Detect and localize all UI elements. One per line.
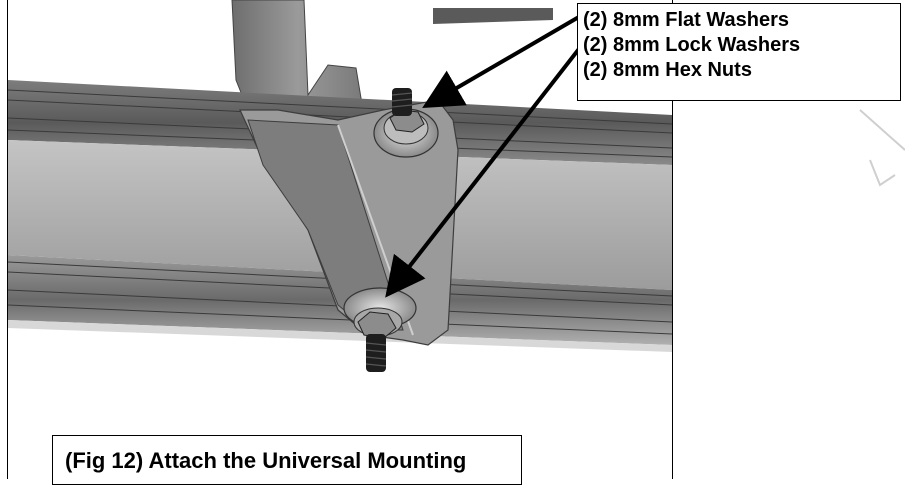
callout-hex-nuts: (2) 8mm Hex Nuts	[583, 59, 752, 81]
lower-fastener	[343, 287, 417, 372]
upper-fastener	[373, 88, 439, 158]
figure-caption-text: (Fig 12) Attach the Universal Mounting	[65, 448, 467, 473]
hardware-callout: (2) 8mm Flat Washers (2) 8mm Lock Washer…	[577, 3, 901, 101]
arrow-to-upper-fastener	[422, 12, 586, 109]
assembly-figure	[7, 0, 673, 479]
arrow-to-lower-fastener	[385, 43, 584, 298]
callout-flat-washers: (2) 8mm Flat Washers	[583, 9, 789, 31]
assembly-illustration	[8, 0, 672, 372]
callout-lock-washers: (2) 8mm Lock Washers	[583, 34, 801, 56]
rail-bottom-edge	[8, 320, 672, 352]
top-plate	[433, 8, 553, 24]
figure-caption: (Fig 12) Attach the Universal Mounting	[52, 435, 522, 485]
